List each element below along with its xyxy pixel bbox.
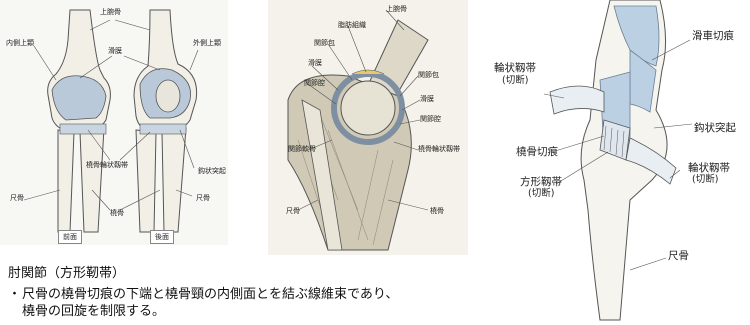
label-annular-ligament-cut2-sub: (切断)	[692, 174, 719, 185]
label-coronoid-process: 鈎状突起	[694, 122, 736, 134]
label-annular-ligament-cut-sub: (切断)	[502, 75, 529, 86]
label-radius-left: 橈骨	[110, 209, 124, 217]
label-joint-capsule: 関節包	[314, 39, 335, 47]
label-annular-ligament-mid: 橈骨輪状靱帯	[418, 145, 460, 153]
label-quadrate-ligament: 方形靱帯	[520, 176, 562, 188]
label-trochlea: 滑膜	[108, 47, 122, 55]
label-cavity-right: 関節腔	[420, 115, 441, 123]
label-radial-notch: 橈骨切痕	[516, 146, 558, 158]
bullet-marker: ・	[8, 287, 22, 302]
caption-line-2: 橈骨の回旋を制限する。	[22, 304, 166, 319]
label-annular-ligament-cut: 輪状靱帯	[494, 62, 536, 74]
sagittal-section-drawing	[287, 9, 429, 251]
ulna-drawing	[543, 0, 693, 321]
caption-title: 肘関節（方形靭帯）	[8, 266, 126, 281]
label-capsule-right: 関節包	[418, 71, 439, 79]
label-ulna-back: 尺骨	[196, 194, 210, 202]
label-medial-epicondyle: 内側上顆	[6, 39, 34, 47]
ulna-annular-ligament-illustration: 滑車切痕 輪状靱帯 (切断) 鈎状突起 橈骨切痕 方形靱帯 (切断) 輪状靱帯 …	[480, 0, 750, 325]
label-ulna-left: 尺骨	[10, 194, 24, 202]
label-lateral-epicondyle: 外側上顆	[193, 39, 221, 47]
label-back-view: 後面	[150, 230, 174, 244]
elbow-front-back-drawing	[23, 9, 199, 233]
label-ulna-right: 尺骨	[668, 250, 689, 262]
caption-bullet-text: ・尺骨の橈骨切痕の下端と橈骨頸の内側面とを結ぶ線維束であり、 橈骨の回旋を制限す…	[8, 286, 608, 320]
label-ulna-mid: 尺骨	[286, 207, 300, 215]
label-humerus: 上腕骨	[100, 8, 121, 16]
label-trochlear-notch: 滑車切痕	[692, 30, 734, 42]
elbow-sagittal-section-illustration: 上腕骨 脂肪組織 関節包 滑膜 関節腔 関節包 滑膜 関節腔 関節軟骨 橈骨輪状…	[268, 0, 468, 255]
label-front-view: 前面	[58, 230, 82, 244]
label-radius-mid: 橈骨	[430, 207, 444, 215]
label-quadrate-ligament-sub: (切断)	[528, 188, 555, 199]
label-annular-ligament-left: 橈骨輪状靱帯	[86, 161, 128, 169]
label-annular-ligament-cut2: 輪状靱帯	[688, 162, 730, 174]
label-fat-pad: 脂肪組織	[338, 21, 366, 29]
label-articular-cartilage: 関節軟骨	[288, 145, 316, 153]
label-humerus-mid: 上腕骨	[386, 5, 407, 13]
elbow-front-back-illustration: 上腕骨 内側上顆 外側上顆 滑膜 橈骨輪状靱帯 鈎状突起 尺骨 橈骨 尺骨 前面…	[0, 0, 228, 245]
label-coronoid-left: 鈎状突起	[198, 167, 226, 175]
label-joint-cavity: 関節腔	[304, 79, 325, 87]
caption-line-1: 尺骨の橈骨切痕の下端と橈骨頸の内側面とを結ぶ線維束であり、	[22, 287, 399, 302]
label-synovium: 滑膜	[308, 59, 322, 67]
label-synovium-right: 滑膜	[420, 95, 434, 103]
